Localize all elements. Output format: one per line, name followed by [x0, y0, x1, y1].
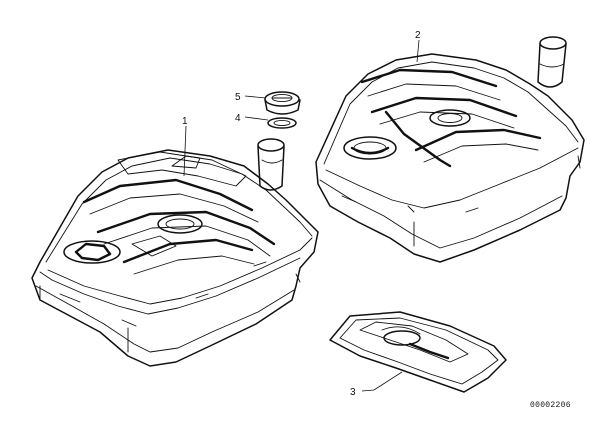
seal-ring-4 — [267, 117, 297, 129]
document-number: 00002206 — [530, 401, 571, 410]
callout-2: 2 — [415, 30, 421, 41]
callout-leaders — [183, 39, 420, 392]
filler-cap-5 — [264, 91, 301, 115]
leader-5 — [244, 95, 267, 99]
leader-1 — [183, 125, 187, 177]
fuel-tank-2 — [315, 36, 585, 263]
callout-4: 4 — [235, 113, 241, 124]
leader-2 — [416, 39, 420, 63]
insulation-tray-3 — [329, 311, 507, 393]
callout-1: 1 — [182, 116, 188, 127]
leader-3 — [361, 371, 403, 392]
leader-4 — [244, 116, 269, 121]
callout-5: 5 — [235, 92, 241, 103]
callout-3: 3 — [350, 387, 356, 398]
fuel-tank-1 — [31, 138, 319, 367]
